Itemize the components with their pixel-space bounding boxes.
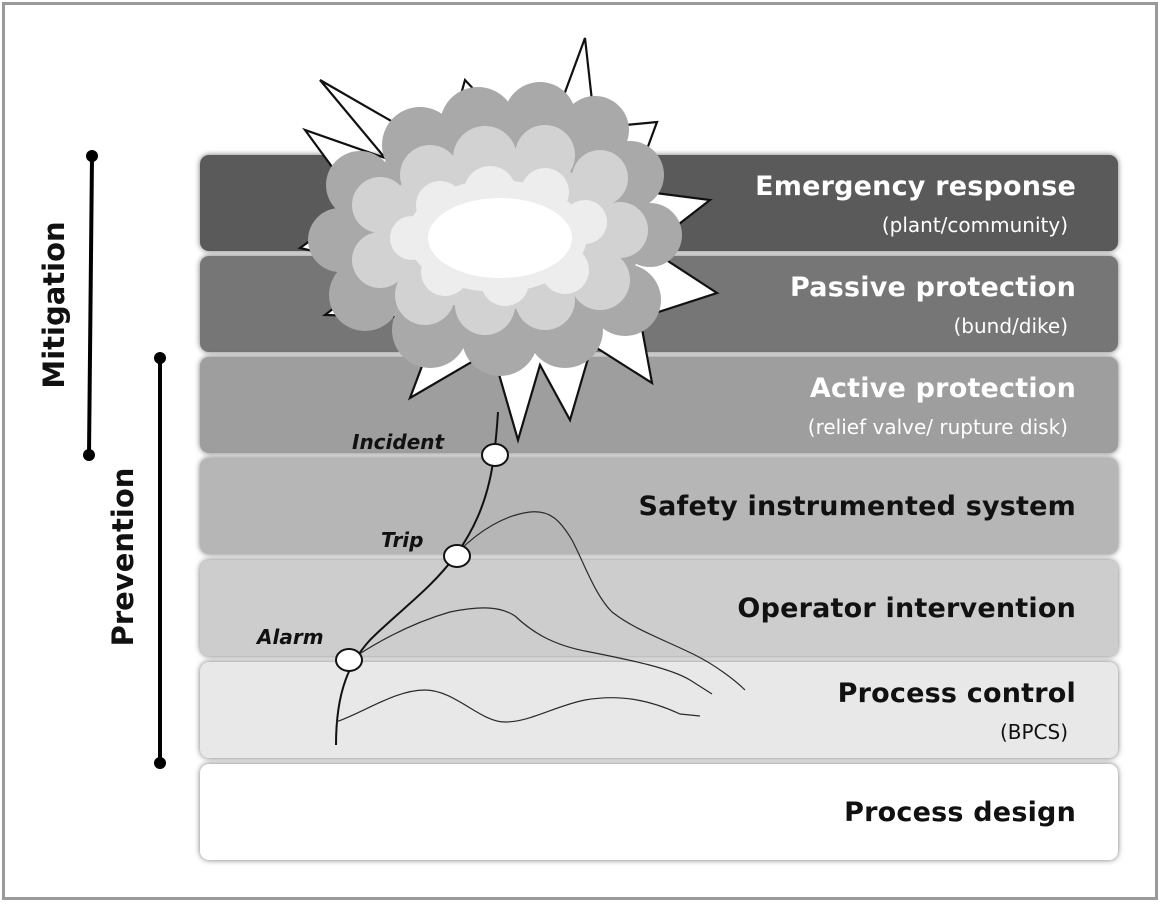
trip-label: Trip bbox=[381, 528, 424, 552]
incident-trajectory-line bbox=[335, 411, 499, 746]
layer-active-protection: Active protection (relief valve/ rupture… bbox=[200, 357, 1118, 453]
layer-subtitle: (relief valve/ rupture disk) bbox=[807, 415, 1068, 439]
layer-operator-intervention: Operator intervention bbox=[200, 560, 1118, 656]
trip-marker bbox=[443, 544, 471, 568]
mitigation-bracket bbox=[83, 150, 98, 461]
layer-process-control: Process control (BPCS) bbox=[200, 662, 1118, 758]
layer-title: Process design bbox=[844, 797, 1076, 828]
alarm-label: Alarm bbox=[257, 625, 324, 649]
layer-safety-instrumented-system: Safety instrumented system bbox=[200, 458, 1118, 554]
incident-label: Incident bbox=[352, 430, 445, 454]
deviation-curve bbox=[335, 689, 701, 723]
layer-subtitle: (BPCS) bbox=[999, 720, 1068, 744]
layer-title: Process control bbox=[837, 678, 1076, 709]
layer-subtitle: (bund/dike) bbox=[953, 314, 1068, 338]
layer-subtitle: (plant/community) bbox=[881, 213, 1068, 237]
alarm-marker bbox=[335, 648, 363, 672]
layer-title: Passive protection bbox=[790, 272, 1076, 303]
layer-title: Safety instrumented system bbox=[638, 491, 1076, 522]
prevention-bracket bbox=[154, 352, 166, 769]
deviation-curve bbox=[349, 607, 713, 695]
incident-marker bbox=[481, 443, 509, 467]
layer-title: Active protection bbox=[809, 373, 1076, 404]
deviation-curve bbox=[457, 511, 746, 691]
layer-title: Emergency response bbox=[755, 171, 1076, 202]
cloud-icon bbox=[308, 82, 682, 376]
layer-title: Operator intervention bbox=[737, 593, 1076, 624]
layer-process-design: Process design bbox=[200, 764, 1118, 860]
